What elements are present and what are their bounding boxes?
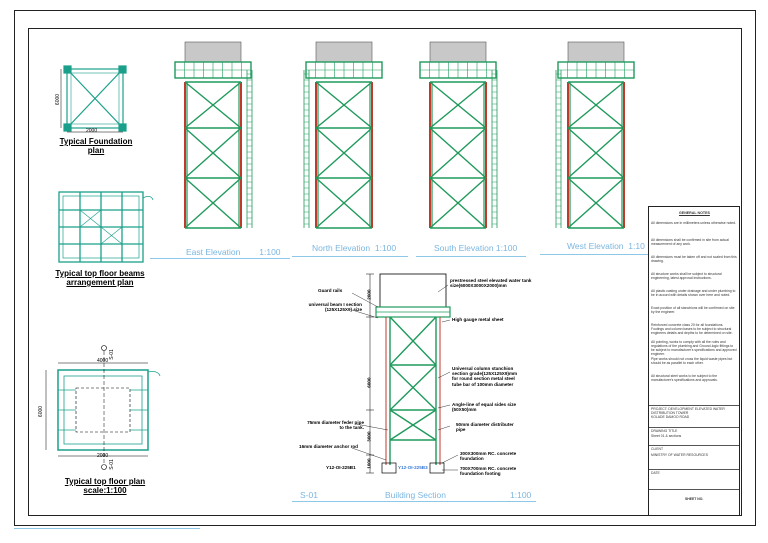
elevation-north [303,41,383,229]
top-plan-dim-w: 4000 [97,358,109,364]
foundation-plan [63,65,127,132]
note-item: Exact position of all stanchions will be… [651,306,735,314]
note-guard-rails: Guard rails [318,288,343,293]
drawing-frame [28,28,742,516]
elevation-title-north: North Elevation 1:100 [312,243,397,253]
section-label-mid: Building Section [385,490,446,500]
top-floor-plan [57,369,149,451]
tb-client-label: CLIENT [651,447,664,451]
note-anchor: 16mm diameter anchor rod [299,444,358,449]
section-label-right: 1:100 [510,490,532,500]
note-angle: Angle-line of equal sides size (50X50)mm [452,402,517,413]
notes-heading: GENERAL NOTES [679,211,710,215]
elevation-title-west: West Elevation 1:10 [567,241,645,251]
note-item: All dimensions must be taken off and not… [651,255,737,263]
note-feeder: 75mm diameter feder pipe to the tank. [307,420,364,431]
note-footing: 700X700mm RC. concrete foundation footin… [460,466,517,477]
title-block: GENERAL NOTES All dimensions are in mill… [648,206,740,516]
note-item: All dimensions are in millimeters unless… [651,221,736,225]
note-distributor: 50mm diameter distributer pipe [456,422,514,433]
note-item: Pipe works should not cross the liquid w… [651,357,733,365]
section-tank [379,273,447,309]
section-frame [389,316,437,465]
note-item: All plastic casting under drainage and u… [651,289,736,297]
tb-drawing-value: Sheet 01 & sections [651,434,682,438]
tb-sheet-no: SHEET NO. [685,497,704,501]
note-beam: universal beam I section (125X125X9) siz… [308,302,362,313]
tb-project: PROJECT: DEVELOPMENT ELEVATED WATER DIST… [651,407,725,415]
elevation-east [174,41,253,229]
dim-low: 3000 [366,431,372,442]
note-sheet: High gauge metal sheet [452,317,504,322]
tb-drawing-label: DRAWING TITLE [651,429,678,433]
elevation-title-east: East Elevation 1:100 [186,247,281,257]
note-item: All structure works shall be subject to … [651,272,722,280]
bottom-rule [14,528,200,529]
note-tank: prestressed steel elevated water tank si… [450,278,532,289]
dim-base: 1000 [366,458,372,469]
note-column: Universal column stanchion section grade… [452,366,518,387]
section-label-left: S-01 [300,490,318,500]
top-plan-title: Typical top floor plan [64,477,146,486]
note-item: All structural steel works to be subject… [651,374,718,382]
tb-date: DATE [651,471,660,475]
foundation-plan-title: Typical Foundation plan [59,137,133,155]
elevation-west [555,41,635,229]
note-item: All pointing, works to comply with all t… [651,340,737,356]
tb-location: KOLADE DAMOO ROAD [651,415,690,419]
drawing-sheet-border [14,10,756,526]
section-base-tag-blue: Y12-OI-225B3 [398,465,428,470]
beams-plan-title: Typical top floor beams arrangement plan [55,269,145,287]
dim-top: 2000 [366,289,372,300]
elevation-title-south: South Elevation 1:100 [434,243,518,253]
elevation-south [419,41,498,229]
beams-plan [58,191,154,263]
note-foundation: 300X300mm RC. concrete foundation [460,451,517,462]
tb-client-value: MINISTRY OF WATER RESOURCES [651,453,708,457]
dim-mid: 6000 [366,377,372,388]
section-base-tag: Y12-OI-225B1 [326,465,356,470]
top-plan-scale: scale:1:100 [83,486,127,495]
note-item: All dimensions shall be confirmed in sit… [651,238,729,246]
note-item: Reinforced concrete class 20 for all fou… [651,323,733,335]
foundation-dim-h: 2000 [86,128,98,134]
top-plan-dim-w2: 2000 [97,453,109,459]
